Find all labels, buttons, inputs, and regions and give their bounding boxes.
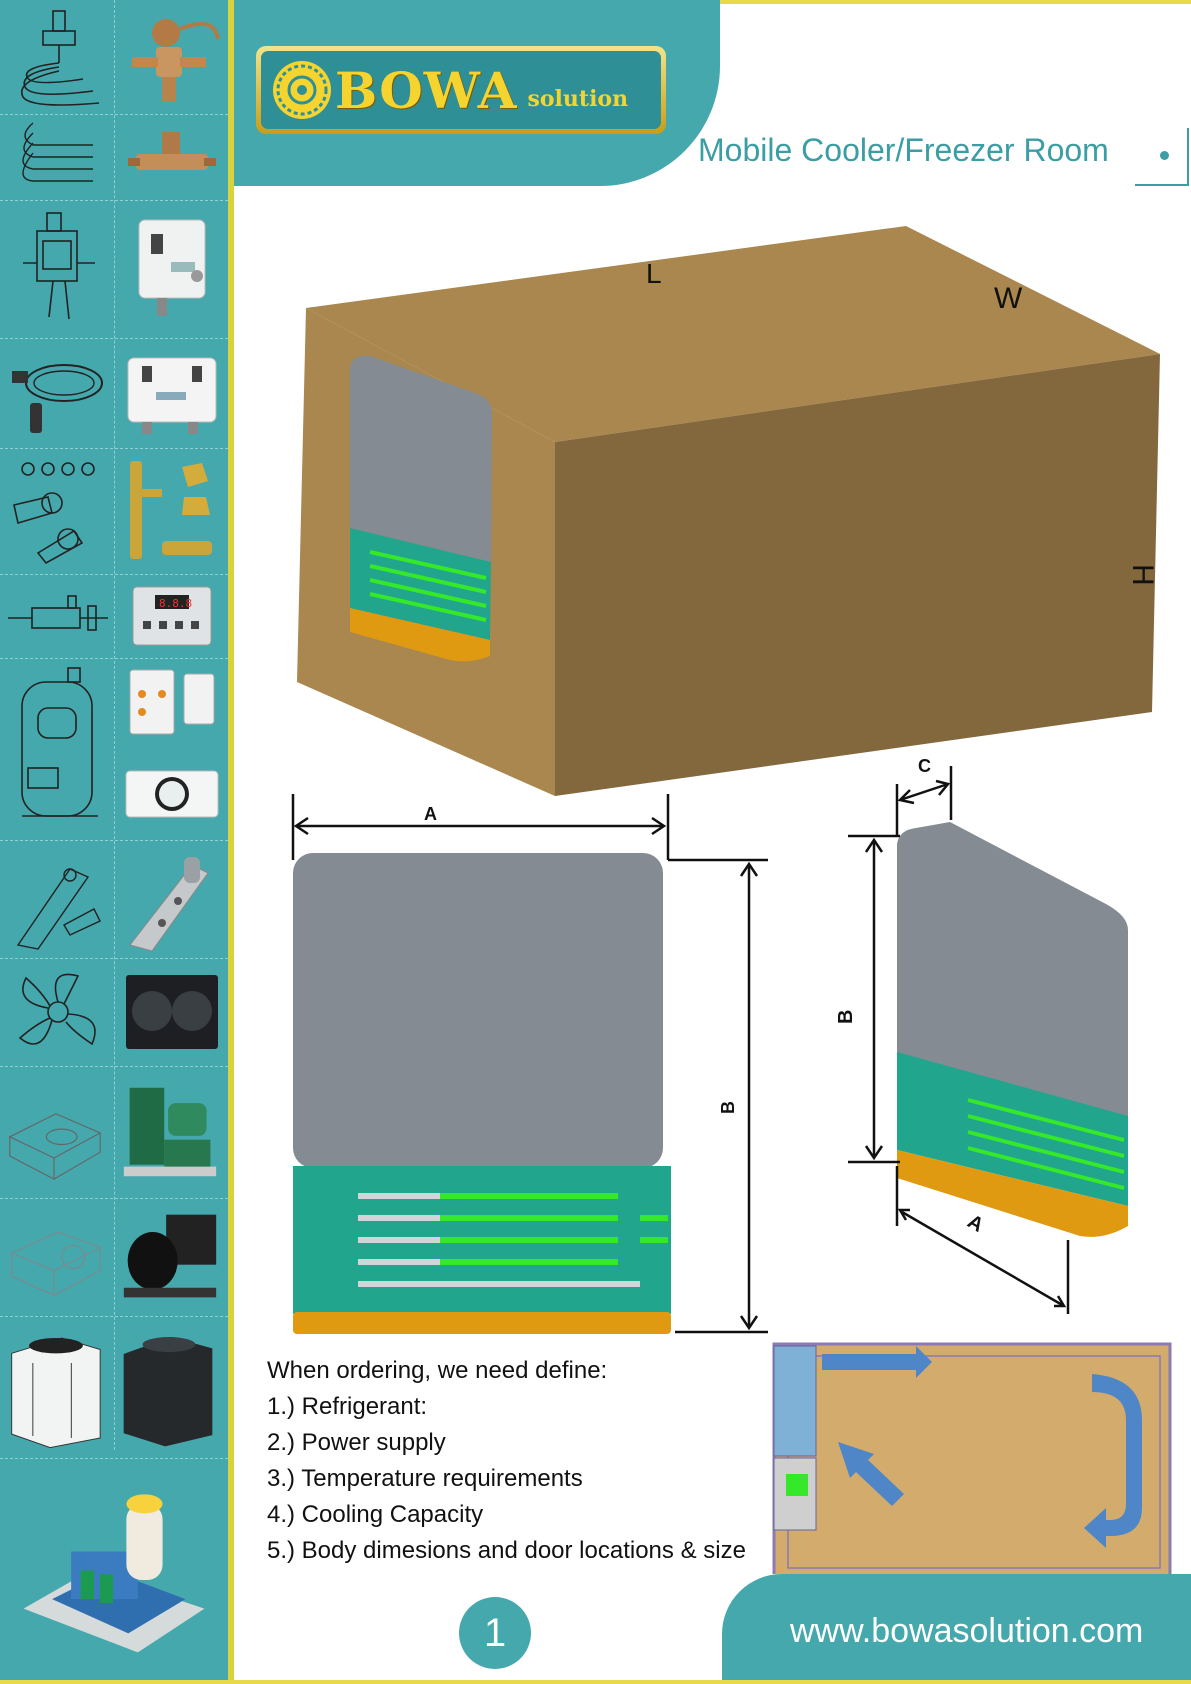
front-label-a: A xyxy=(424,804,437,824)
sidebar-row-divider xyxy=(0,338,228,339)
outdoor-unit-icon xyxy=(4,1316,104,1458)
brand-logo[interactable]: BOWA solution xyxy=(256,46,666,134)
sidebar-row-divider xyxy=(0,958,228,959)
brand-name: BOWA xyxy=(335,60,518,120)
sidebar-divider xyxy=(114,0,115,1450)
airflow-plan xyxy=(772,1342,1172,1574)
thermal-expansion-valve-icon xyxy=(122,4,222,114)
door-hinge-icon xyxy=(122,840,222,958)
room-height-label: H xyxy=(1126,564,1159,586)
room-3d-view: L W H xyxy=(297,226,1160,796)
room-diagrams: L W H A B xyxy=(291,226,1172,1574)
side-label-c: C xyxy=(918,756,931,776)
sidebar-row-divider xyxy=(0,1066,228,1067)
front-grille-slats xyxy=(358,1193,640,1287)
title-bracket xyxy=(1187,128,1189,186)
side-dimension-a xyxy=(895,1166,1070,1314)
condensing-unit-drawing-icon xyxy=(4,1066,104,1198)
ordering-item: 4.) Cooling Capacity xyxy=(267,1501,484,1528)
side-unit-cover xyxy=(897,822,1128,1120)
front-unit-base xyxy=(293,1312,671,1334)
sidebar-row-divider xyxy=(0,574,228,575)
pressure-switch-icon xyxy=(122,200,222,338)
sidebar-row-divider xyxy=(0,1316,228,1317)
door-hinge-drawing-icon xyxy=(8,840,108,958)
front-dimension-b xyxy=(668,858,768,1334)
rack-system-icon xyxy=(14,1458,214,1664)
brass-fittings-icon xyxy=(122,448,222,574)
side-grille-slats xyxy=(967,1098,1125,1190)
scroll-compressor-drawing-icon xyxy=(8,658,108,840)
unit-side-view: C B A xyxy=(835,756,1128,1314)
sidebar-row-divider xyxy=(0,658,228,659)
footer-banner xyxy=(722,1574,1191,1680)
capillary-tube-icon xyxy=(8,338,108,448)
website-link[interactable]: www.bowasolution.com xyxy=(790,1612,1144,1650)
unit-cooler-icon xyxy=(122,748,222,840)
product-sidebar: 8.8.8 xyxy=(0,0,234,1684)
plan-condenser-coil xyxy=(786,1474,808,1496)
room-front-face xyxy=(555,354,1160,796)
sidebar-edge xyxy=(228,0,234,1684)
front-unit-cover xyxy=(293,853,663,1168)
ordering-item: 1.) Refrigerant: xyxy=(267,1393,428,1420)
sidebar-row-divider xyxy=(0,448,228,449)
protection-relays-icon xyxy=(122,660,222,744)
front-grille-green-slats xyxy=(440,1193,668,1265)
unit-front-view: A B xyxy=(291,794,768,1334)
room-unit-base xyxy=(350,608,490,662)
filter-drier-drawing-icon xyxy=(8,574,108,658)
digital-controller-icon: 8.8.8 xyxy=(122,574,222,658)
page-title: Mobile Cooler/Freezer Room xyxy=(698,132,1109,168)
ordering-heading: When ordering, we need define: xyxy=(267,1357,608,1384)
title-bracket-underline xyxy=(1135,184,1187,186)
expansion-valve-drawing-icon xyxy=(8,4,108,114)
plan-evaporator xyxy=(773,1345,817,1457)
axial-fan-drawing-icon xyxy=(8,958,108,1066)
bottom-border xyxy=(0,1680,1191,1684)
dual-pressure-switch-icon xyxy=(122,338,222,448)
room-top-face xyxy=(306,226,1160,442)
side-unit-base xyxy=(897,1150,1128,1237)
condenser-coil-icon xyxy=(122,958,222,1066)
hermetic-compressor-drawing-icon xyxy=(4,1198,104,1316)
sidebar-row-divider xyxy=(0,200,228,201)
tube-coil-drawing-icon xyxy=(8,114,108,200)
sidebar-row-divider xyxy=(0,840,228,841)
side-dimension-b xyxy=(848,834,900,1164)
room-width-label: W xyxy=(994,282,1023,315)
front-label-b: B xyxy=(718,1101,738,1114)
valve-assembly-drawing-icon xyxy=(8,200,108,338)
compressor-unit-icon xyxy=(120,1198,220,1316)
sidebar-row-divider xyxy=(0,1458,228,1459)
plan-airflow-arrows xyxy=(822,1346,1142,1548)
sidebar-row-divider xyxy=(0,114,228,115)
solenoid-valve-icon xyxy=(122,114,222,200)
front-dimension-a xyxy=(291,794,670,860)
side-label-b: B xyxy=(835,1010,857,1024)
room-unit-cover xyxy=(350,355,492,562)
ordering-item: 5.) Body dimesions and door locations & … xyxy=(267,1537,746,1564)
svg-text:8.8.8: 8.8.8 xyxy=(159,597,192,610)
sidebar-row-divider xyxy=(0,1198,228,1199)
page-number: 1 xyxy=(459,1597,531,1669)
ordering-item: 2.) Power supply xyxy=(267,1429,446,1456)
sight-glass-drawing-icon xyxy=(8,448,108,574)
side-label-a: A xyxy=(964,1210,988,1236)
title-bullet xyxy=(1160,151,1169,160)
brand-seal-icon xyxy=(273,61,331,119)
condensing-unit-icon xyxy=(120,1066,220,1198)
room-unit-grille-slats xyxy=(369,550,487,622)
brand-suffix: solution xyxy=(527,86,629,112)
ordering-requirements: When ordering, we need define: 1.) Refri… xyxy=(267,1353,746,1569)
air-cooled-unit-icon xyxy=(118,1316,218,1458)
room-length-label: L xyxy=(646,258,662,289)
ordering-item: 3.) Temperature requirements xyxy=(267,1465,583,1492)
side-dimension-c xyxy=(895,766,953,836)
